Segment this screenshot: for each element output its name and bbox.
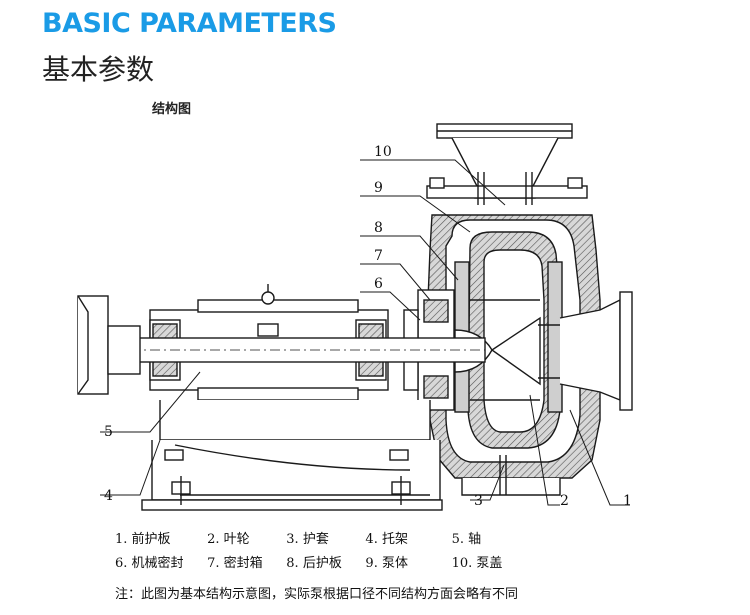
leader-5 (100, 371, 201, 433)
leader-10 (360, 159, 506, 206)
leader-9 (360, 195, 471, 233)
legend-item: 9. 泵体 (365, 556, 408, 571)
title-cn: 基本参数 (42, 53, 155, 86)
legend-item: 10. 泵盖 (451, 556, 503, 571)
callout-6: 6 (374, 276, 383, 292)
legend-item: 8. 后护板 (286, 556, 342, 571)
diagram-note: 注：此图为基本结构示意图，实际泵根据口径不同结构方面会略有不同 (115, 587, 519, 602)
legend-item: 1. 前护板 (115, 532, 171, 547)
callout-10: 10 (374, 144, 392, 160)
legend-item: 2. 叶轮 (207, 532, 250, 547)
legend-item: 6. 机械密封 (115, 556, 184, 571)
title-en: BASIC PARAMETERS (42, 8, 337, 39)
legend-item: 5. 轴 (451, 532, 482, 547)
leader-8 (360, 235, 459, 281)
diagram-subtitle: 结构图 (152, 102, 192, 117)
legend-row-2: 6. 机械密封 7. 密封箱 8. 后护板 9. 泵体 10. 泵盖 (115, 552, 502, 571)
leader-6 (360, 291, 421, 321)
shaft (77, 295, 486, 395)
callout-3: 3 (474, 493, 483, 509)
leader-7 (360, 263, 431, 301)
callout-5: 5 (104, 424, 113, 440)
callout-labels: 10 9 8 7 6 5 4 3 2 1 (104, 144, 632, 509)
leader-3 (470, 464, 505, 501)
leader-2 (529, 394, 560, 506)
leader-lines (100, 159, 630, 506)
leader-4 (100, 439, 161, 496)
leader-1 (569, 409, 630, 506)
callout-7: 7 (374, 248, 383, 264)
top-bolts (426, 172, 588, 205)
legend-item: 3. 护套 (286, 532, 329, 547)
suction-nozzle (538, 291, 633, 411)
callout-2: 2 (560, 493, 569, 509)
callout-1: 1 (623, 493, 632, 509)
legend-row-1: 1. 前护板 2. 叶轮 3. 护套 4. 托架 5. 轴 (115, 528, 481, 547)
callout-9: 9 (374, 180, 383, 196)
callout-4: 4 (104, 488, 113, 504)
callout-8: 8 (374, 220, 383, 236)
legend-item: 4. 托架 (365, 532, 408, 547)
base-frame (141, 400, 443, 511)
legend-item: 7. 密封箱 (207, 556, 263, 571)
